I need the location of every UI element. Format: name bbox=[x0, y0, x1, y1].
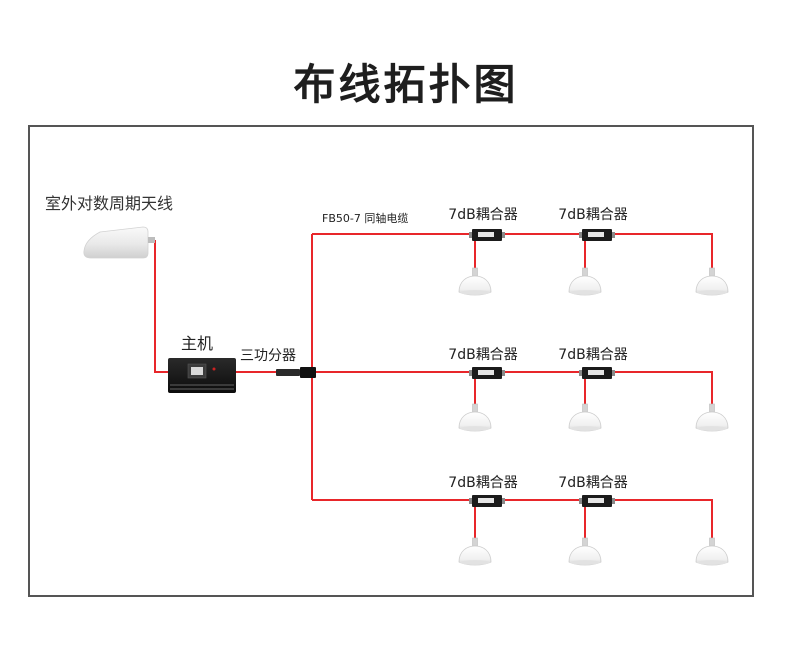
coupler-label: 7dB耦合器 bbox=[448, 475, 517, 491]
cable-antenna-to-host bbox=[154, 240, 168, 373]
log-periodic-antenna-icon bbox=[83, 226, 155, 259]
coupler-label: 7dB耦合器 bbox=[448, 347, 517, 363]
coupler-icon bbox=[579, 367, 615, 379]
ceiling-antenna-icon bbox=[458, 403, 492, 432]
cable-branch-2 bbox=[316, 371, 713, 404]
coupler-icon bbox=[469, 495, 505, 507]
ceiling-antenna-icon bbox=[568, 403, 602, 432]
ceiling-antenna-icon bbox=[695, 537, 729, 566]
ceiling-antenna-icon bbox=[458, 267, 492, 296]
coupler-icon bbox=[579, 495, 615, 507]
coupler-label: 7dB耦合器 bbox=[558, 475, 627, 491]
ceiling-antenna-icon bbox=[568, 267, 602, 296]
coupler-label: 7dB耦合器 bbox=[558, 347, 627, 363]
host-label: 主机 bbox=[181, 334, 213, 353]
page-title: 布线拓扑图 bbox=[293, 60, 519, 109]
cable-label: FB50-7 同轴电缆 bbox=[322, 211, 408, 225]
cable-branch-1 bbox=[312, 233, 713, 268]
coupler-label: 7dB耦合器 bbox=[558, 207, 627, 223]
three-way-splitter-icon bbox=[276, 367, 316, 378]
coupler-icon bbox=[469, 367, 505, 379]
cable-network bbox=[154, 233, 713, 538]
coupler-icon bbox=[469, 229, 505, 241]
splitter-label: 三功分器 bbox=[240, 348, 296, 364]
ceiling-antenna-icon bbox=[568, 537, 602, 566]
ceiling-antenna-icon bbox=[695, 403, 729, 432]
ceiling-antenna-icon bbox=[695, 267, 729, 296]
outdoor-antenna-label: 室外对数周期天线 bbox=[45, 194, 173, 213]
diagram-frame bbox=[28, 125, 754, 597]
ceiling-antenna-icon bbox=[458, 537, 492, 566]
repeater-host-icon bbox=[168, 358, 236, 393]
coupler-icon bbox=[579, 229, 615, 241]
coupler-label: 7dB耦合器 bbox=[448, 207, 517, 223]
cable-branch-3 bbox=[312, 499, 713, 538]
